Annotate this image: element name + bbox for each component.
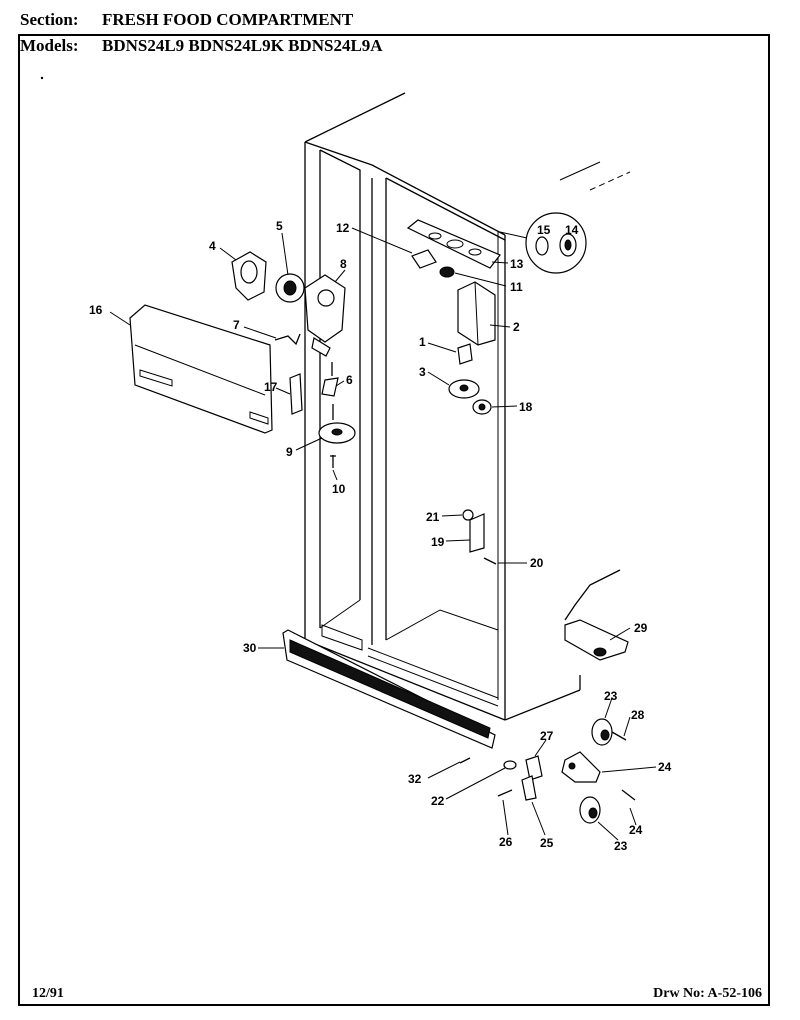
part-30-rail [564,569,629,661]
callout-30: 29 [634,621,648,635]
callout-16: 16 [89,303,103,317]
part-19-bracket [469,513,485,553]
callout-17: 17 [264,380,278,394]
part-32-screw [459,757,471,764]
callout-23-lower: 23 [614,839,628,853]
part-18-fitting [472,399,492,415]
part-23-roller-lower [579,796,601,824]
part-25-bracket [561,751,601,783]
callout-28: 27 [540,729,554,743]
part-7-wire [274,333,301,346]
callout-27: 26 [499,835,513,849]
part-4-socket [231,251,267,301]
callout-3: 3 [419,365,426,379]
callout-25: 24 [658,760,672,774]
cabinet-outline [40,76,631,721]
callout-5: 5 [276,219,283,233]
part-12-lamp [411,249,455,278]
callout-2: 2 [513,320,520,334]
footer-date: 12/91 [32,986,64,1001]
part-20-screw [483,557,497,565]
part-17-bracket [289,373,303,415]
callout-15: 15 [537,223,551,237]
callout-24: 24 [629,823,643,837]
leader-lines [109,227,657,841]
inset-detail-14-15 [499,212,587,274]
callout-6: 6 [346,373,353,387]
part-13-bracket [406,219,501,269]
callout-20: 20 [530,556,544,570]
part-9-knob [318,404,356,444]
callout-13: 13 [510,257,524,271]
part-3-knob [448,379,480,399]
part-27-screw [497,789,513,797]
part-24-bolt [621,789,636,801]
callout-22: 22 [431,794,445,808]
callout-labels: 4 5 8 16 7 17 6 9 10 12 13 15 14 11 2 1 … [89,219,672,853]
part-28-hinge [525,755,543,781]
callout-7: 7 [233,318,240,332]
callout-23-upper: 23 [604,689,618,703]
part-31-grille [282,629,496,749]
callout-8: 8 [340,257,347,271]
models-label: Models: [20,36,79,55]
callout-10: 10 [332,482,346,496]
part-21-screw [462,509,474,521]
part-10-screw [330,455,336,468]
part-8-control [304,274,346,357]
part-22-washer [503,760,517,770]
callout-18: 18 [519,400,533,414]
callout-12: 12 [336,221,350,235]
callout-31: 30 [243,641,257,655]
callout-11: 11 [510,280,523,294]
models-list: BDNS24L9 BDNS24L9K BDNS24L9A [102,36,383,55]
part-29-screw [611,731,627,741]
part-23-roller-upper [591,718,613,746]
part-6-clip [321,362,339,397]
callout-21: 21 [426,510,440,524]
part-2-housing [457,281,496,346]
section-label: Section: [20,10,79,29]
callout-9: 9 [286,445,293,459]
callout-32: 32 [408,772,422,786]
drawing-number: Drw No: A-52-106 [653,986,762,1001]
callout-14: 14 [565,223,579,237]
part-26-clip [521,775,537,801]
callout-1: 1 [419,335,426,349]
callout-4: 4 [209,239,216,253]
diagram-frame [18,34,770,1006]
callout-29: 28 [631,708,645,722]
part-5-knob [275,273,305,303]
section-title: FRESH FOOD COMPARTMENT [102,10,354,29]
callout-19: 19 [431,535,445,549]
part-1-switch [457,343,473,365]
callout-26: 25 [540,836,554,850]
part-16-cover-panel [129,304,273,434]
